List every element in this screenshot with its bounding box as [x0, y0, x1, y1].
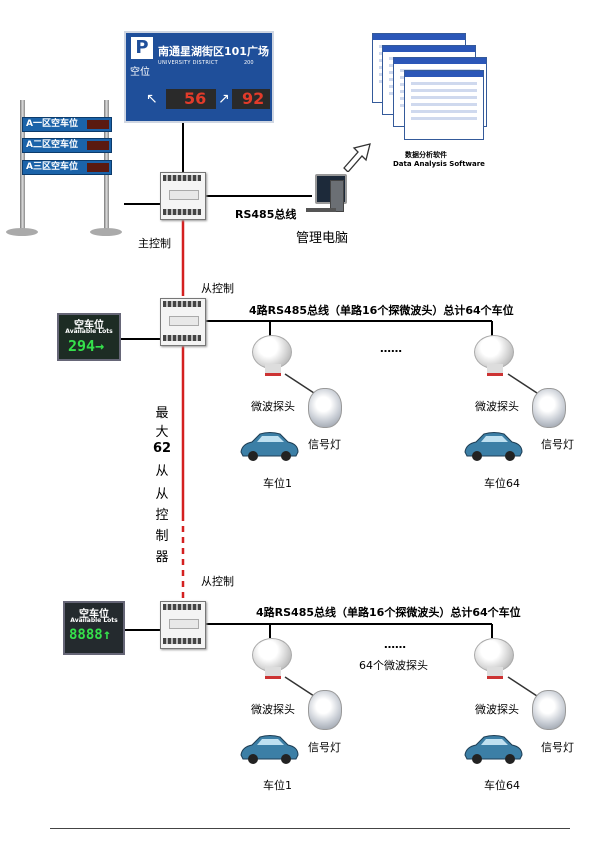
- signal-lamp-icon: [308, 690, 342, 730]
- car-label-first-1: 车位1: [263, 477, 292, 490]
- slave-bus-1-label: 4路RS485总线（单路16个探微波头）总计64个车位: [249, 304, 514, 317]
- signal-lamp-icon: [532, 690, 566, 730]
- vacancy-word: 空位: [130, 67, 150, 78]
- sensor-lamp-wire-1a: [284, 373, 315, 394]
- lamp-label-1b: 信号灯: [541, 438, 574, 451]
- slave-bus-2-ellipsis: ……: [384, 638, 406, 651]
- car-icon: [464, 432, 523, 461]
- sign-subtitle: UNIVERSITY DISTRICT: [158, 60, 219, 66]
- main-controller: [160, 172, 206, 220]
- sensor-label-1b: 微波探头: [475, 400, 519, 413]
- microwave-sensor-icon: [252, 335, 292, 376]
- slave-bus-1-ellipsis: ……: [380, 342, 402, 355]
- entrance-guidance-sign: P 空位 南通星湖街区101广场 UNIVERSITY DISTRICT 200…: [124, 31, 274, 123]
- sensor-label-2b: 微波探头: [475, 703, 519, 716]
- sign-title: 南通星湖街区101广场: [158, 45, 269, 58]
- microwave-sensor-icon: [252, 638, 292, 679]
- keyboard-icon: [306, 208, 336, 212]
- panel-2-value: 8888↑: [69, 627, 112, 643]
- microwave-sensor-icon: [474, 335, 514, 376]
- hollow-arrow-icon: [343, 143, 371, 172]
- right-count-display: 92: [242, 89, 265, 108]
- car-icon: [240, 432, 299, 461]
- rs485-bus-label: RS485总线: [235, 208, 297, 221]
- left-arrow-icon: ↖: [146, 91, 158, 107]
- software-caption-cn: 数据分析软件: [405, 151, 447, 159]
- lamp-label-1a: 信号灯: [308, 438, 341, 451]
- slave-controller-2-label: 从控制: [201, 575, 234, 588]
- slave-controller-1: [160, 298, 206, 346]
- lamp-label-2a: 信号灯: [308, 741, 341, 754]
- microwave-sensor-icon: [474, 638, 514, 679]
- right-arrow-icon: ↗: [218, 91, 230, 107]
- slave-bus-2-label: 4路RS485总线（单路16个探微波头）总计64个车位: [256, 606, 521, 619]
- parking-p-icon: P: [131, 37, 153, 59]
- left-count-display: 56: [184, 89, 207, 108]
- footer-rule: [50, 828, 570, 829]
- available-lots-panel-2: 空车位 Available Lots 8888↑: [63, 601, 125, 655]
- zone-sign-row-1: A一区空车位: [22, 117, 112, 132]
- main-controller-label: 主控制: [138, 237, 171, 250]
- zone-sign-row-3: A三区空车位: [22, 160, 112, 175]
- car-icon: [240, 735, 299, 764]
- slave-controller-2: [160, 601, 206, 649]
- sensor-lamp-wire-2a: [284, 676, 315, 697]
- slave-controller-1-label: 从控制: [201, 282, 234, 295]
- sensor-label-2a: 微波探头: [251, 703, 295, 716]
- zone-sign-row-2: A二区空车位: [22, 138, 112, 153]
- available-lots-panel-1: 空车位 Available Lots 294→: [57, 313, 121, 361]
- software-caption-en: Data Analysis Software: [393, 160, 485, 168]
- pc-tower-icon: [330, 180, 344, 212]
- car-label-last-1: 车位64: [484, 477, 520, 490]
- sensor-lamp-wire-1b: [507, 373, 538, 394]
- panel-1-value: 294→: [68, 337, 105, 355]
- car-label-last-2: 车位64: [484, 779, 520, 792]
- sensor-label-1a: 微波探头: [251, 400, 295, 413]
- sign-small-number: 200: [244, 60, 254, 66]
- car-icon: [464, 735, 523, 764]
- signal-lamp-icon: [532, 388, 566, 428]
- sensor-count-label: 64个微波探头: [359, 659, 428, 672]
- signal-lamp-icon: [308, 388, 342, 428]
- car-label-first-2: 车位1: [263, 779, 292, 792]
- lamp-label-2b: 信号灯: [541, 741, 574, 754]
- sensor-lamp-wire-2b: [507, 676, 538, 697]
- computer-label: 管理电脑: [296, 231, 349, 246]
